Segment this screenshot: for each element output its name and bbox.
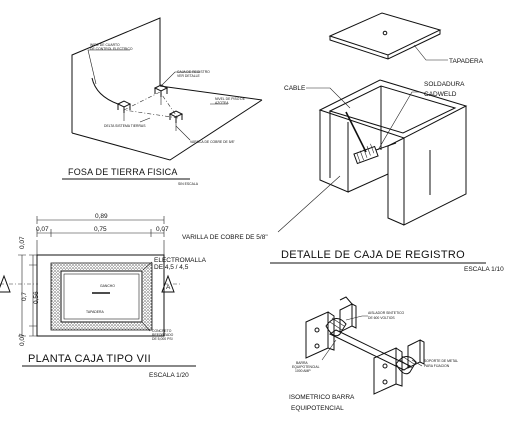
fosa-title: FOSA DE TIERRA FISICA [68,167,178,177]
fosa-leader-rod [175,125,191,141]
planta-label-hook: GANCHO [100,284,115,288]
planta-label-concrete-line3: DE 5,000 PSI [152,337,173,341]
fosa-leader-box [160,71,200,87]
caja-label-cable: CABLE [284,85,306,92]
barra-insulator-right [395,355,417,375]
fosa-delta-triangle [123,91,179,119]
planta-label-mesh-line2: DE 4,5 / 4,5 [154,264,189,271]
fosa-leader-delta [139,117,151,123]
caja-title: DETALLE DE CAJA DE REGISTRO [281,249,465,261]
fosa-box-right [168,110,184,131]
caja-body [318,79,468,226]
fosa-label-rod: VARILLA DE COBRE DE 5/8" [190,140,235,144]
fosa-label-wire-line2: DE CONTROL ELECTRICO [90,47,133,51]
fosa-leader-wire [87,49,130,85]
fosa-floor-edge [71,99,263,161]
fosa-box-left [116,100,132,121]
caja-label-weld-line1: SOLDADURA [424,81,465,88]
planta-dim-top: 0,07 [19,236,26,249]
barra-equipotencial-drawing: AISLADOR SINTETICO DE 600 VOLTIOS BARRA … [289,296,458,412]
barra-leader-insulator [345,315,368,321]
fosa-back-wall [71,17,161,133]
fosa-label-floor-line1: NIVEL DE PISO DE [215,97,246,101]
barra-left-bracket [305,311,335,359]
planta-section-label: A [166,284,171,291]
caja-scale: ESCALA 1/10 [464,266,504,273]
caja-leader-weld [377,91,420,151]
fosa-box-top [153,84,169,105]
barra-label-support-line2: PARA FIJACION [424,364,450,368]
barra-label-bar-line1: BARRA [296,361,308,365]
barra-far-bracket [407,339,425,369]
barra-title-line1: ISOMETRICO BARRA [289,394,355,401]
caja-leader-rod [277,175,341,233]
planta-section-mark: A [0,274,182,293]
barra-label-support-line1: SOPORTE DE METAL [424,359,458,363]
caja-leader-cable [306,87,351,109]
barra-label-bar-line3: 1000 AMP [295,369,311,373]
barra-top-bracket [339,296,357,333]
barra-label-insulator-line2: DE 600 VOLTIOS [368,316,395,320]
barra-label-insulator-line1: AISLADOR SINTETICO [368,311,405,315]
fosa-wire [91,77,119,105]
fosa-label-wire-line1: WIRE DE CUARTO [90,43,120,47]
barra-copper-bar [328,329,412,371]
planta-dim-right: 0,07 [156,226,169,233]
planta-dim-bottom: 0,07 [19,333,26,346]
fosa-scale: SIN ESCALA [178,182,199,186]
planta-label-mesh-line1: ELECTROMALLA [154,257,207,264]
barra-label-bar-line2: EQUIPOTENCIAL [292,365,320,369]
planta-label-concrete-line1: CONCRETO [152,329,172,333]
fosa-de-tierra-fisica-drawing: WIRE DE CUARTO DE CONTROL ELECTRICO CAJA… [62,17,263,186]
planta-outer-edge [36,254,165,337]
barra-insulator-left [325,317,347,337]
caja-leader-lid [413,44,448,61]
caja-label-weld-line2: CADWELD [424,91,457,98]
caja-cable-rod [345,111,397,165]
planta-leader-concrete [141,321,151,332]
planta-dimensions-side [18,254,37,337]
caja-label-rod: VARILLA DE COBRE DE 5/8" [182,234,268,241]
planta-leader-mesh [142,261,153,271]
planta-title: PLANTA CAJA TIPO VII [28,353,151,365]
planta-lid-outline [63,273,140,320]
fosa-label-delta: DELTA SISTEMA TIERRAS [104,124,146,128]
planta-label-lid: TAPADERA [86,310,105,314]
planta-caja-drawing: 0,89 0,75 0,07 0,07 0,7 0,56 0,07 0,07 G… [0,213,207,379]
barra-leader-support [411,359,423,367]
fosa-label-floor-line2: AZOTEA [215,101,229,105]
fosa-floor-back [159,85,263,101]
planta-dimensions-top [36,216,165,258]
planta-dim-left: 0,07 [36,226,49,233]
barra-title-line2: EQUIPOTENCIAL [291,405,344,412]
planta-concrete-wall [50,262,153,331]
planta-label-concrete-line2: REFORZADO [152,333,174,337]
planta-dim-total-height: 0,7 [21,292,28,301]
barra-right-bracket [373,347,403,395]
planta-dim-total-width: 0,89 [95,213,108,220]
barra-leader-bar [321,339,337,361]
fosa-label-box-line1: CAJA DE REGISTRO [177,70,210,74]
planta-scale: ESCALA 1/20 [149,372,189,379]
caja-lid [328,12,442,60]
fosa-label-box-line2: VER DETALLE [177,74,200,78]
planta-dim-inner-width: 0,75 [94,226,107,233]
caja-label-lid: TAPADERA [449,58,484,65]
planta-inner-opening [60,270,143,323]
caja-de-registro-drawing: TAPADERA CABLE SOL [182,12,504,273]
